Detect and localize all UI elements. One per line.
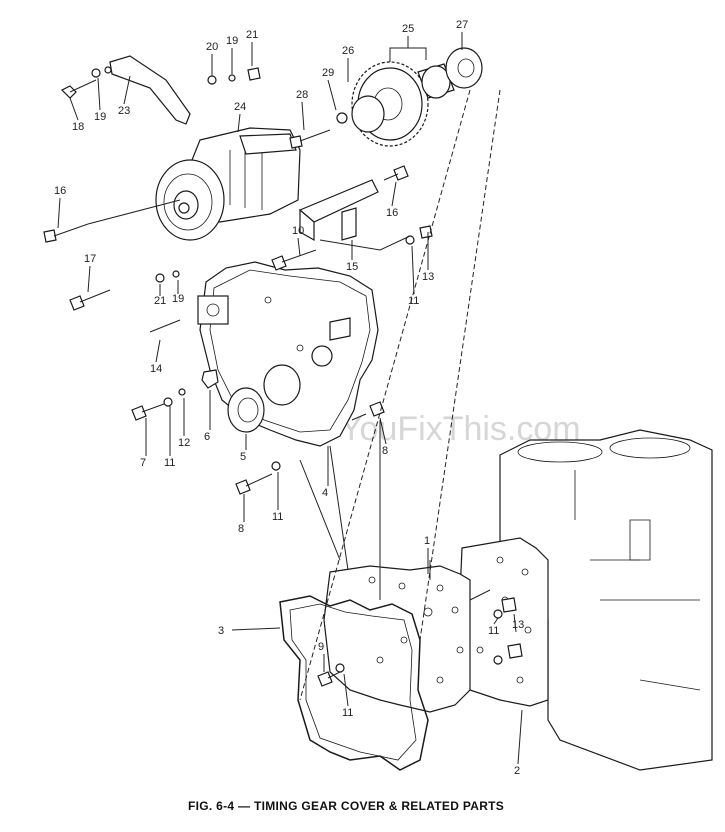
rear-plate [457,537,549,707]
guide-lines [87,89,501,701]
label-16: 16 [386,207,398,219]
bolts [43,79,409,687]
label-16: 16 [54,185,66,197]
label-2: 2 [514,765,520,777]
label-21: 21 [246,29,258,41]
label-18: 18 [72,121,84,133]
part-labels: 20 19 21 25 27 26 29 28 18 19 23 24 16 1… [54,19,524,777]
gasket [279,595,429,771]
label-19: 19 [226,35,238,47]
label-11: 11 [272,511,283,523]
label-11: 11 [408,295,419,307]
timing-gear [351,61,429,147]
figure-caption: FIG. 6-4 — TIMING GEAR COVER & RELATED P… [188,799,504,813]
label-23: 23 [118,105,130,117]
label-8: 8 [238,523,244,535]
label-17: 17 [84,253,96,265]
alternator [155,127,301,241]
label-24: 24 [234,101,246,113]
label-9: 9 [318,641,324,653]
label-8: 8 [382,445,388,457]
label-27: 27 [456,19,468,31]
timing-pointer [201,369,219,389]
label-12: 12 [178,437,190,449]
label-11: 11 [342,707,353,719]
label-13: 13 [422,271,434,283]
label-1: 1 [424,535,430,547]
hub-bushing [417,47,483,99]
label-13: 13 [512,619,524,631]
label-10: 10 [292,225,304,237]
label-14: 14 [150,363,162,375]
label-29: 29 [322,67,334,79]
label-15: 15 [346,261,358,273]
label-6: 6 [204,431,210,443]
fastener-parts [91,66,523,673]
label-7: 7 [140,457,146,469]
front-plate [323,565,471,713]
alternator-bracket [298,179,379,242]
label-5: 5 [240,451,246,463]
label-19: 19 [172,293,184,305]
label-28: 28 [296,89,308,101]
label-11: 11 [164,457,175,469]
label-4: 4 [322,487,328,499]
label-leaders [57,32,523,765]
adjusting-strap [109,55,191,125]
label-11: 11 [488,625,499,637]
label-26: 26 [342,45,354,57]
label-21: 21 [154,295,166,307]
oil-seal [227,387,265,433]
label-25: 25 [402,23,414,35]
label-20: 20 [206,41,218,53]
label-19: 19 [94,111,106,123]
label-3: 3 [218,625,224,637]
